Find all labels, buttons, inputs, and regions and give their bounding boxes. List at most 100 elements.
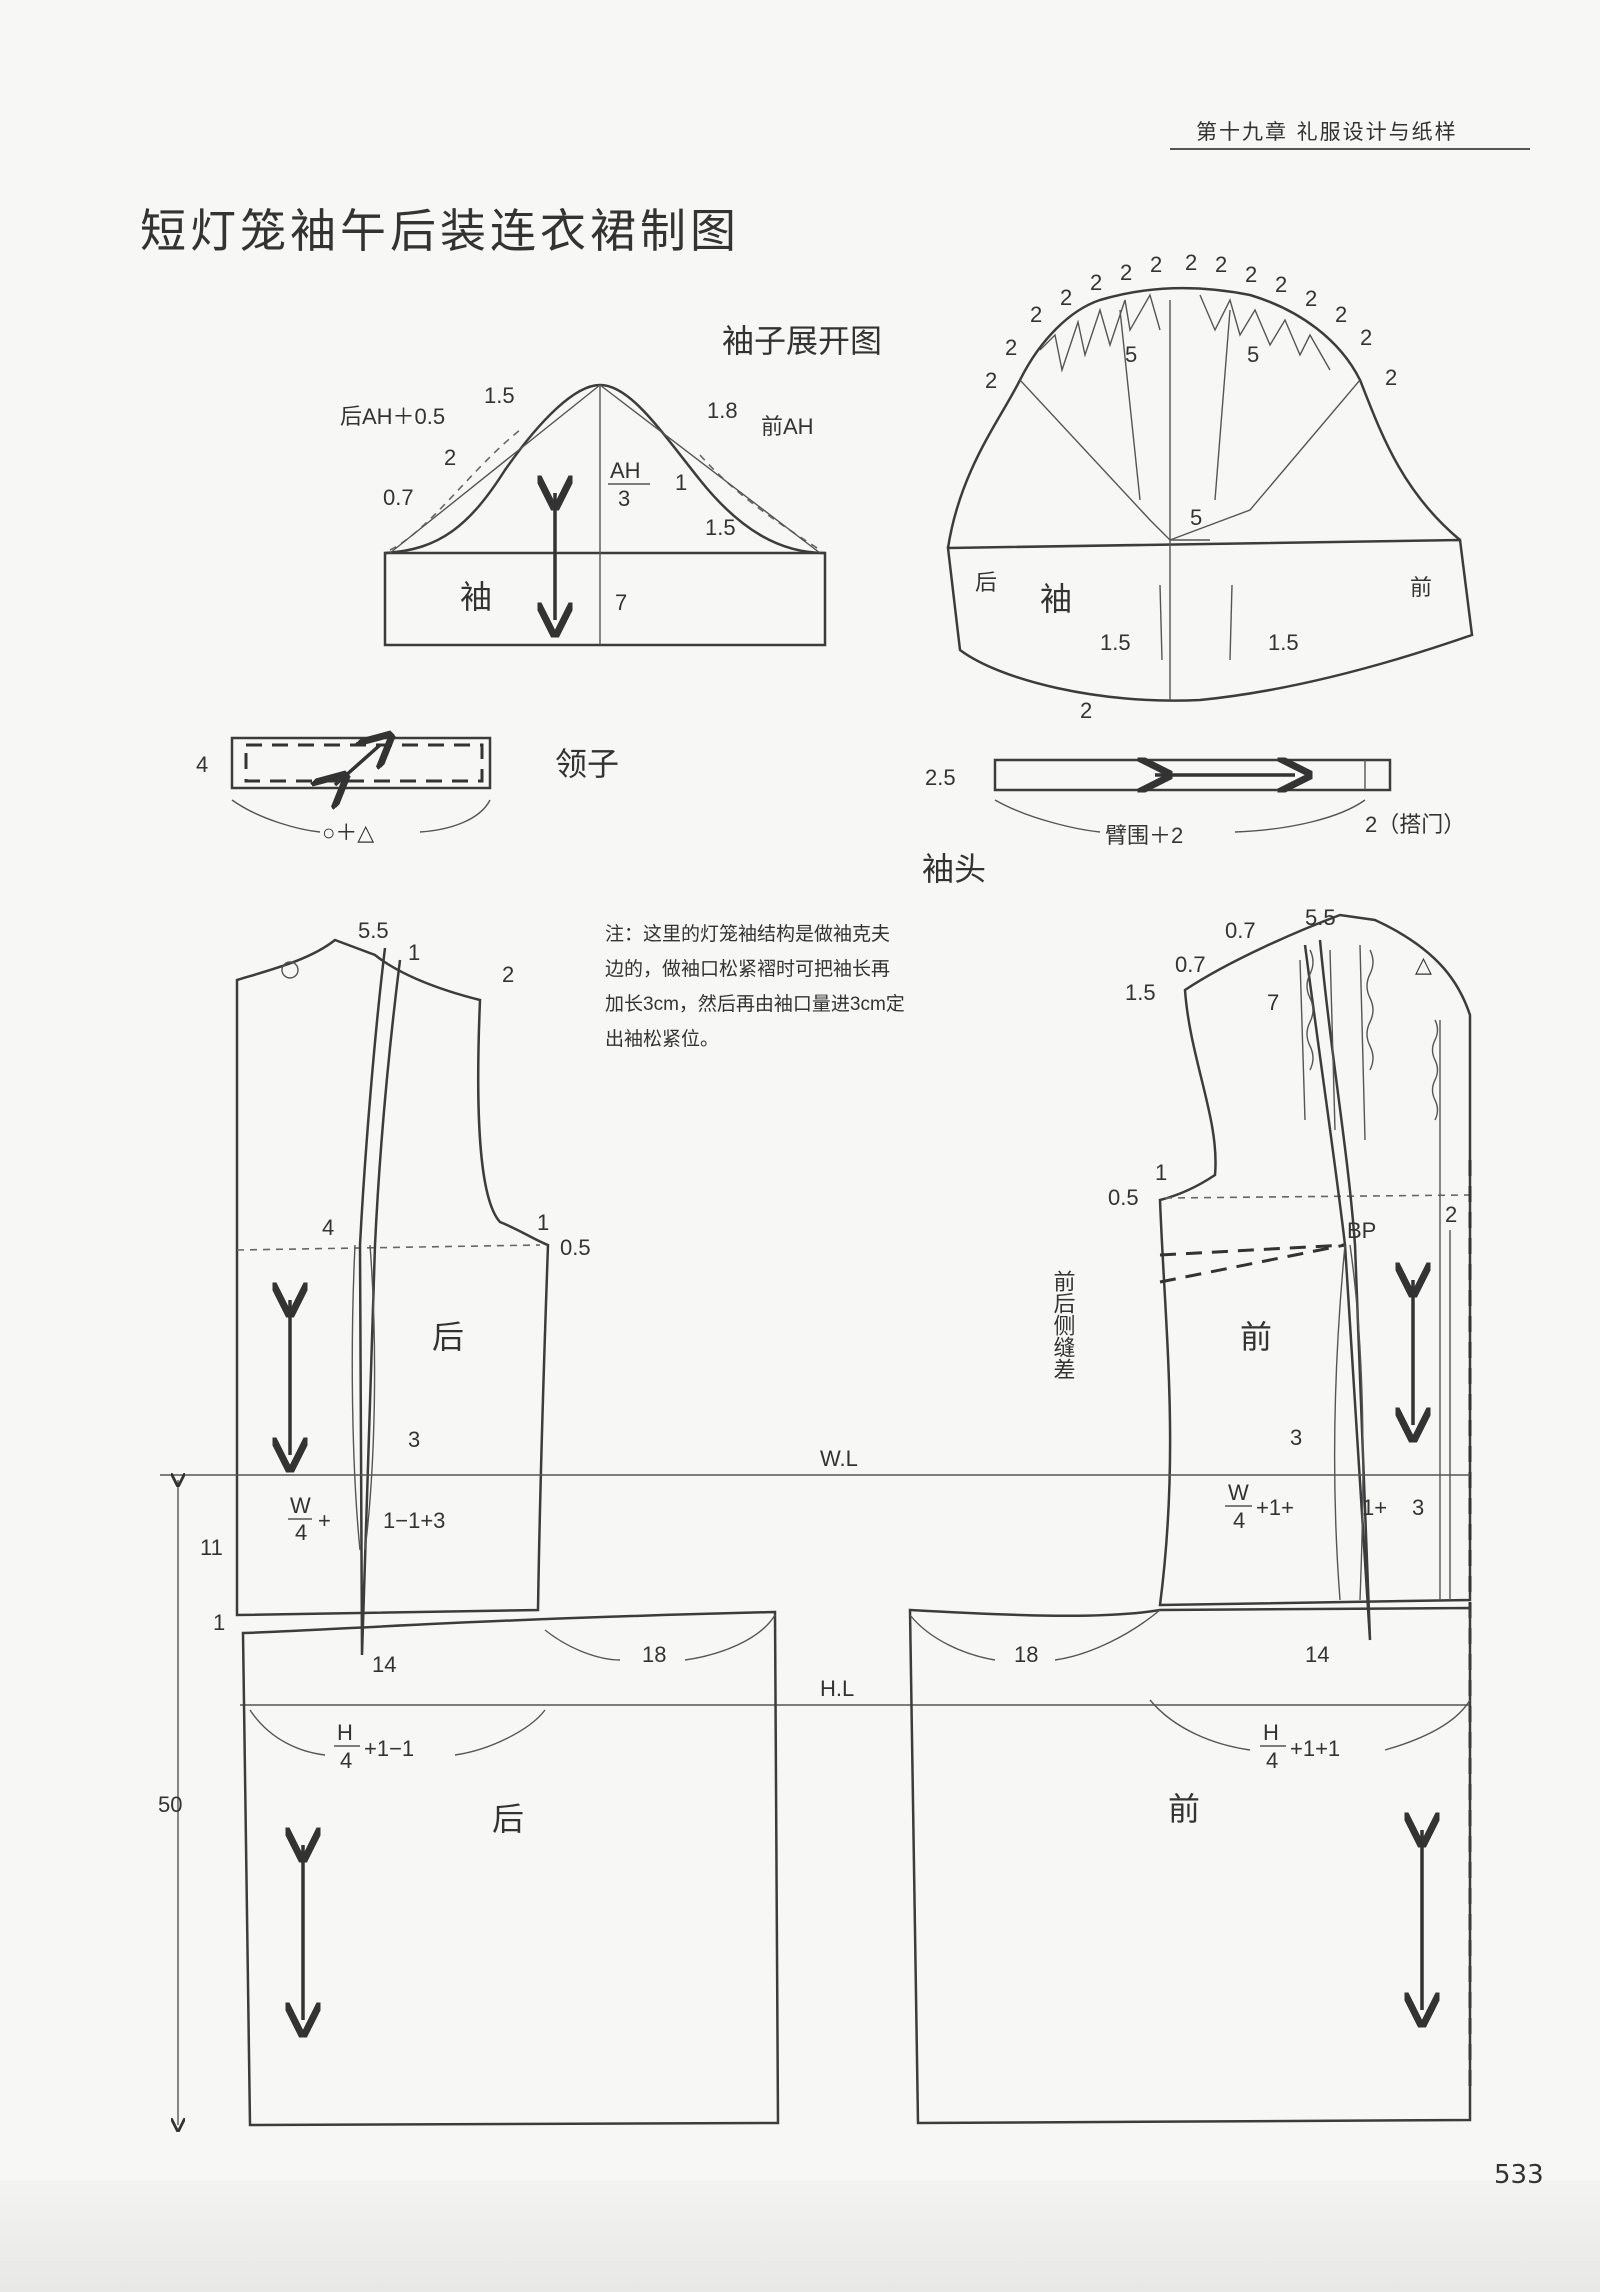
svg-text:7: 7 [1267,990,1279,1015]
svg-text:3: 3 [1290,1425,1302,1450]
svg-text:1.5: 1.5 [484,383,515,408]
svg-text:后AH＋0.5: 后AH＋0.5 [340,404,445,429]
svg-text:0.5: 0.5 [1108,1185,1139,1210]
front-bodice-outline [1158,913,1472,1607]
svg-text:1: 1 [1155,1160,1167,1185]
svg-text:3: 3 [408,1427,420,1452]
page-bottom-shade [0,2180,1600,2292]
svg-text:5.5: 5.5 [1305,905,1336,930]
svg-text:△: △ [1415,952,1432,977]
svg-text:2: 2 [1150,252,1162,277]
sleeve-label: 袖 [460,579,492,615]
svg-text:BP: BP [1347,1218,1376,1243]
sleeve-basic: 袖 后AH＋0.5 1.5 1.8 前AH 2 0.7 AH 3 1 1.5 7 [340,383,827,647]
svg-text:4: 4 [1266,1748,1278,1773]
svg-text:1.5: 1.5 [705,515,736,540]
svg-text:2: 2 [1245,262,1257,287]
header-rule [1170,148,1530,150]
svg-text:2: 2 [1215,252,1227,277]
collar-label: 领子 [555,746,619,782]
svg-text:H: H [337,1720,353,1745]
svg-text:2: 2 [1080,698,1092,723]
sleeve-expand-title: 袖子展开图 [722,323,882,359]
svg-text:2: 2 [1120,260,1132,285]
svg-text:3: 3 [1412,1495,1424,1520]
svg-text:1: 1 [408,940,420,965]
expanded-cap-curve [946,286,1461,549]
svg-text:+1+1: +1+1 [1290,1736,1340,1761]
svg-text:1: 1 [213,1610,225,1635]
collar-length: ○＋△ [322,820,374,845]
svg-text:2: 2 [1445,1202,1457,1227]
svg-text:0.7: 0.7 [1175,952,1206,977]
collar-piece: 4 ○＋△ 领子 [196,738,619,845]
pleat-zigzag-left [1039,293,1161,373]
svg-text:5: 5 [1125,342,1137,367]
svg-text:14: 14 [372,1652,396,1677]
svg-text:2: 2 [1005,335,1017,360]
svg-text:2: 2 [1360,325,1372,350]
expanded-sleeve-body [946,538,1474,702]
svg-text:2: 2 [1275,272,1287,297]
svg-text:1+: 1+ [1362,1495,1387,1520]
back-skirt-outline [241,1610,780,2127]
svg-text:4: 4 [1233,1508,1245,1533]
total-length: 50 [158,1792,182,1817]
svg-text:1.8: 1.8 [707,398,738,423]
expanded-sleeve-label: 袖 [1040,581,1072,617]
svg-text:5: 5 [1247,342,1259,367]
back-dart [358,947,402,1656]
svg-text:1.5: 1.5 [1125,980,1156,1005]
svg-text:4: 4 [322,1215,334,1240]
side-seam-note: 前后侧缝差 [1051,1270,1076,1380]
reference-lines: W.L H.L 50 1 [158,1446,1470,2125]
svg-text:W.L: W.L [820,1446,858,1471]
svg-text:H: H [1263,1720,1279,1745]
svg-text:5: 5 [1190,505,1202,530]
chapter-header: 第十九章 礼服设计与纸样 [1196,120,1458,144]
svg-text:2.5: 2.5 [925,765,956,790]
pleat-zigzag-right [1199,294,1331,371]
svg-text:AH: AH [610,458,641,483]
svg-text:前: 前 [1410,575,1432,600]
svg-text:后: 后 [975,570,997,595]
svg-text:W: W [1228,1480,1249,1505]
svg-text:14: 14 [1305,1642,1329,1667]
svg-text:2: 2 [502,962,514,987]
svg-text:2: 2 [444,445,456,470]
svg-text:2: 2 [1060,285,1072,310]
front-ruffle-right [1366,949,1374,1071]
cuff-length: 臂围＋2 [1105,823,1183,848]
page-title: 短灯笼袖午后装连衣裙制图 [140,204,740,258]
cuff-overlap: 2（搭门） [1365,812,1465,837]
front-skirt-outline [908,1606,1472,2125]
svg-text:5.5: 5.5 [358,918,389,943]
svg-text:7: 7 [615,590,627,615]
svg-text:4: 4 [295,1520,307,1545]
svg-text:加长3cm，然后再由袖口量进3cm定: 加长3cm，然后再由袖口量进3cm定 [605,993,905,1015]
svg-text:2: 2 [1185,250,1197,275]
svg-text:3: 3 [618,486,630,511]
svg-text:边的，做袖口松紧褶时可把袖长再: 边的，做袖口松紧褶时可把袖长再 [605,958,890,980]
svg-text:2: 2 [1335,302,1347,327]
svg-text:0.5: 0.5 [560,1235,591,1260]
page-number: 533 [1494,2160,1544,2190]
skirt-front: 18 H 4 +1+1 前 [908,1606,1472,2125]
back-bodice-outline [235,938,550,1617]
bodice-front: 前 0.7 5.5 0.7 1.5 7 △ 1 0.5 BP 2 3 W 4 +… [1051,905,1472,2090]
svg-text:W: W [290,1493,311,1518]
back-bodice-label: 后 [432,1319,464,1355]
svg-text:4: 4 [196,752,208,777]
construction-note: 注：这里的灯笼袖结构是做袖克夫 边的，做袖口松紧褶时可把袖长再 加长3cm，然后… [605,923,905,1050]
svg-text:+: + [318,1508,331,1533]
front-skirt-label: 前 [1168,1791,1200,1827]
sleeve-expanded: 袖子展开图 后 袖 前 1.5 1.5 2 5 5 5 2 2 2 2 2 2 … [722,250,1474,723]
svg-text:1: 1 [537,1210,549,1235]
front-ruffle-left [1306,949,1314,1071]
svg-text:2: 2 [1030,302,1042,327]
side-seam-dart [1159,1243,1346,1257]
svg-text:1.5: 1.5 [1268,630,1299,655]
svg-text:2: 2 [1305,286,1317,311]
bodice-back: 后 5.5 1 2 4 1 0.5 3 W 4 + 1−1+3 11 14 [200,918,591,1677]
